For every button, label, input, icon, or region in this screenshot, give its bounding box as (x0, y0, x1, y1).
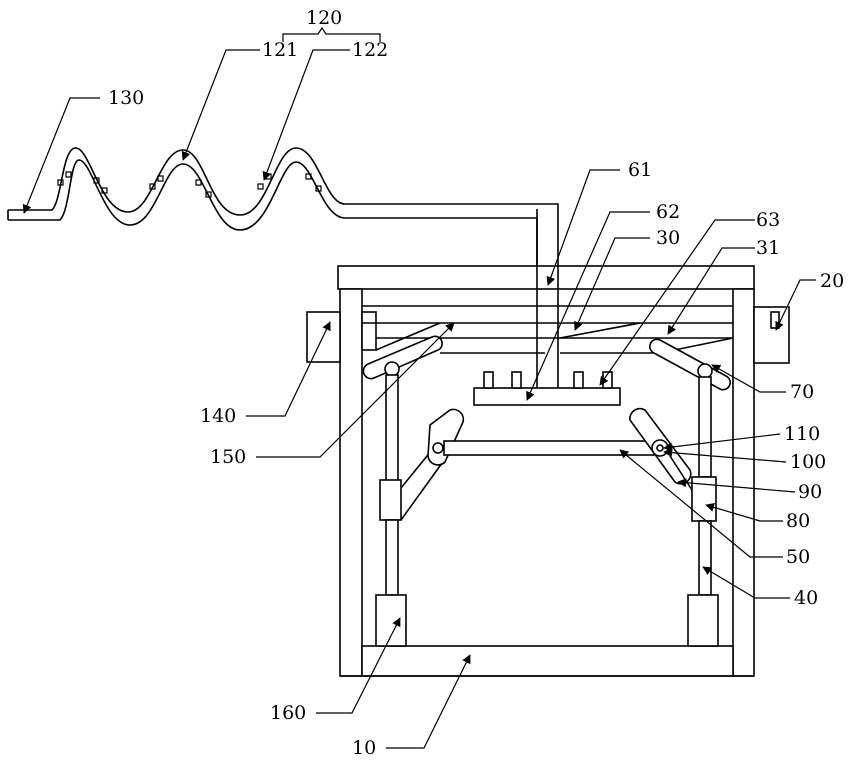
label-100: 100 (790, 451, 826, 473)
label-30: 30 (656, 227, 680, 249)
right-mechanism (630, 339, 730, 646)
label-20: 20 (820, 270, 844, 292)
label-61: 61 (628, 159, 652, 181)
label-31: 31 (756, 237, 780, 259)
label-40: 40 (794, 587, 818, 609)
label-140: 140 (200, 405, 236, 427)
side-blocks (307, 307, 789, 363)
label-63: 63 (756, 209, 780, 231)
label-150: 150 (210, 446, 246, 468)
label-120: 120 (306, 7, 342, 29)
label-121: 121 (262, 39, 298, 61)
label-80: 80 (786, 510, 810, 532)
label-122: 122 (352, 39, 388, 61)
label-10: 10 (352, 737, 376, 759)
label-160: 160 (270, 702, 306, 724)
label-50: 50 (786, 546, 810, 568)
wavy-tube (8, 148, 558, 266)
label-90: 90 (798, 481, 822, 503)
left-mechanism (363, 336, 463, 646)
label-62: 62 (656, 201, 680, 223)
label-70: 70 (790, 381, 814, 403)
label-110: 110 (784, 423, 820, 445)
label-130: 130 (108, 87, 144, 109)
